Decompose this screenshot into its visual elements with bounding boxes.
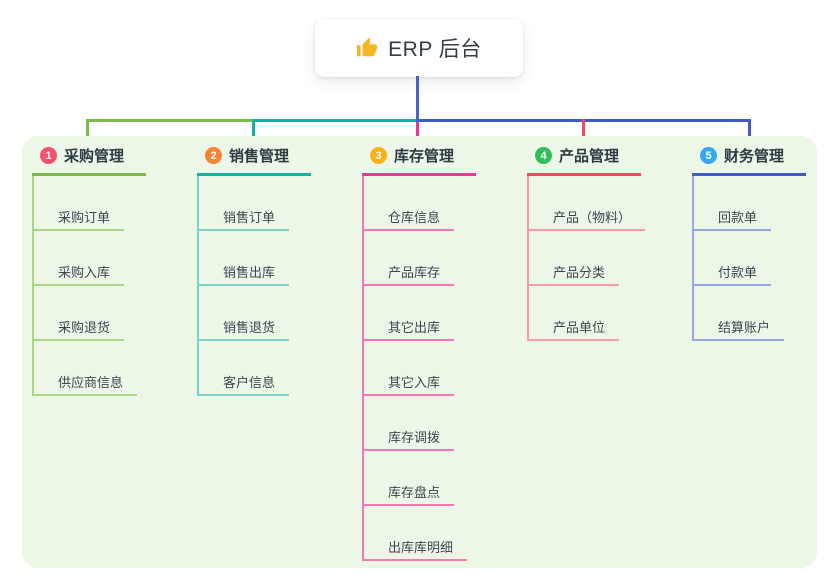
child-label: 采购订单 bbox=[58, 210, 111, 225]
child-node[interactable]: 采购入库 bbox=[34, 231, 125, 286]
child-node[interactable]: 产品单位 bbox=[529, 286, 620, 341]
child-label: 其它入库 bbox=[388, 375, 441, 390]
branch: 4 产品管理 产品（物料） 产品分类产品单位 bbox=[527, 146, 646, 341]
branch-children: 产品（物料） 产品分类产品单位 bbox=[527, 176, 646, 341]
branch-number-badge: 2 bbox=[205, 147, 222, 164]
connector-drop-1 bbox=[86, 119, 89, 147]
connector-h-mid bbox=[252, 119, 418, 122]
child-node[interactable]: 出库库明细 bbox=[364, 506, 468, 561]
child-node[interactable]: 其它入库 bbox=[364, 341, 455, 396]
child-label: 采购退货 bbox=[58, 320, 111, 335]
root-connector-line bbox=[416, 76, 419, 122]
branch: 2 销售管理 销售订单销售出库销售退货客户信息 bbox=[197, 146, 311, 396]
connector-drop-2 bbox=[252, 119, 255, 147]
child-label: 其它出库 bbox=[388, 320, 441, 335]
connector-h-left bbox=[86, 119, 254, 122]
child-label: 回款单 bbox=[718, 210, 758, 225]
branch-children: 回款单付款单结算账户 bbox=[692, 176, 806, 341]
child-label: 采购入库 bbox=[58, 265, 111, 280]
child-label: 销售退货 bbox=[223, 320, 276, 335]
child-node[interactable]: 结算账户 bbox=[694, 286, 785, 341]
child-node[interactable]: 采购退货 bbox=[34, 286, 125, 341]
child-label: 结算账户 bbox=[718, 320, 771, 335]
branch-title: 产品管理 bbox=[559, 148, 620, 165]
branch-node[interactable]: 4 产品管理 bbox=[527, 146, 641, 176]
child-label: 库存调拨 bbox=[388, 430, 441, 445]
branch-title: 采购管理 bbox=[64, 148, 125, 165]
branches-panel: 1 采购管理 采购订单采购入库采购退货供应商信息 2 销售管理 销售订单销售出库… bbox=[22, 136, 817, 568]
branch-title: 销售管理 bbox=[229, 148, 290, 165]
child-node[interactable]: 回款单 bbox=[694, 176, 772, 231]
child-node[interactable]: 采购订单 bbox=[34, 176, 125, 231]
child-node[interactable]: 客户信息 bbox=[199, 341, 290, 396]
child-node[interactable]: 仓库信息 bbox=[364, 176, 455, 231]
connector-drop-5 bbox=[748, 119, 751, 147]
branch-children: 仓库信息产品库存其它出库其它入库库存调拨库存盘点出库库明细 bbox=[362, 176, 476, 561]
child-label: 销售出库 bbox=[223, 265, 276, 280]
thumbs-up-icon bbox=[356, 37, 378, 59]
child-node[interactable]: 产品（物料） bbox=[529, 176, 646, 231]
branch-node[interactable]: 2 销售管理 bbox=[197, 146, 311, 176]
branch-title: 财务管理 bbox=[724, 148, 785, 165]
child-label: 产品（物料） bbox=[553, 210, 632, 225]
child-label: 销售订单 bbox=[223, 210, 276, 225]
child-label: 仓库信息 bbox=[388, 210, 441, 225]
child-label: 出库库明细 bbox=[388, 540, 454, 555]
branch: 1 采购管理 采购订单采购入库采购退货供应商信息 bbox=[32, 146, 146, 396]
branch-number-badge: 3 bbox=[370, 147, 387, 164]
child-node[interactable]: 供应商信息 bbox=[34, 341, 138, 396]
connector-drop-3 bbox=[416, 122, 419, 147]
branch-number-badge: 4 bbox=[535, 147, 552, 164]
child-node[interactable]: 销售出库 bbox=[199, 231, 290, 286]
branch: 3 库存管理 仓库信息产品库存其它出库其它入库库存调拨库存盘点出库库明细 bbox=[362, 146, 476, 561]
thumbs-up-path bbox=[357, 37, 378, 57]
child-node[interactable]: 产品库存 bbox=[364, 231, 455, 286]
root-node[interactable]: ERP 后台 bbox=[315, 19, 523, 77]
root-label: ERP 后台 bbox=[388, 38, 482, 61]
child-node[interactable]: 销售订单 bbox=[199, 176, 290, 231]
child-label: 供应商信息 bbox=[58, 375, 124, 390]
child-node[interactable]: 库存盘点 bbox=[364, 451, 455, 506]
branch-node[interactable]: 1 采购管理 bbox=[32, 146, 146, 176]
child-label: 客户信息 bbox=[223, 375, 276, 390]
connector-drop-4 bbox=[582, 119, 585, 147]
child-label: 产品库存 bbox=[388, 265, 441, 280]
child-node[interactable]: 库存调拨 bbox=[364, 396, 455, 451]
branch-number-badge: 5 bbox=[700, 147, 717, 164]
branch-children: 销售订单销售出库销售退货客户信息 bbox=[197, 176, 311, 396]
child-node[interactable]: 产品分类 bbox=[529, 231, 620, 286]
branch: 5 财务管理 回款单付款单结算账户 bbox=[692, 146, 806, 341]
child-node[interactable]: 其它出库 bbox=[364, 286, 455, 341]
branch-node[interactable]: 5 财务管理 bbox=[692, 146, 806, 176]
child-node[interactable]: 销售退货 bbox=[199, 286, 290, 341]
branch-children: 采购订单采购入库采购退货供应商信息 bbox=[32, 176, 146, 396]
branch-number-badge: 1 bbox=[40, 147, 57, 164]
child-label: 产品分类 bbox=[553, 265, 606, 280]
child-label: 库存盘点 bbox=[388, 485, 441, 500]
branch-node[interactable]: 3 库存管理 bbox=[362, 146, 476, 176]
branch-title: 库存管理 bbox=[394, 148, 455, 165]
child-label: 产品单位 bbox=[553, 320, 606, 335]
child-node[interactable]: 付款单 bbox=[694, 231, 772, 286]
child-label: 付款单 bbox=[718, 265, 758, 280]
